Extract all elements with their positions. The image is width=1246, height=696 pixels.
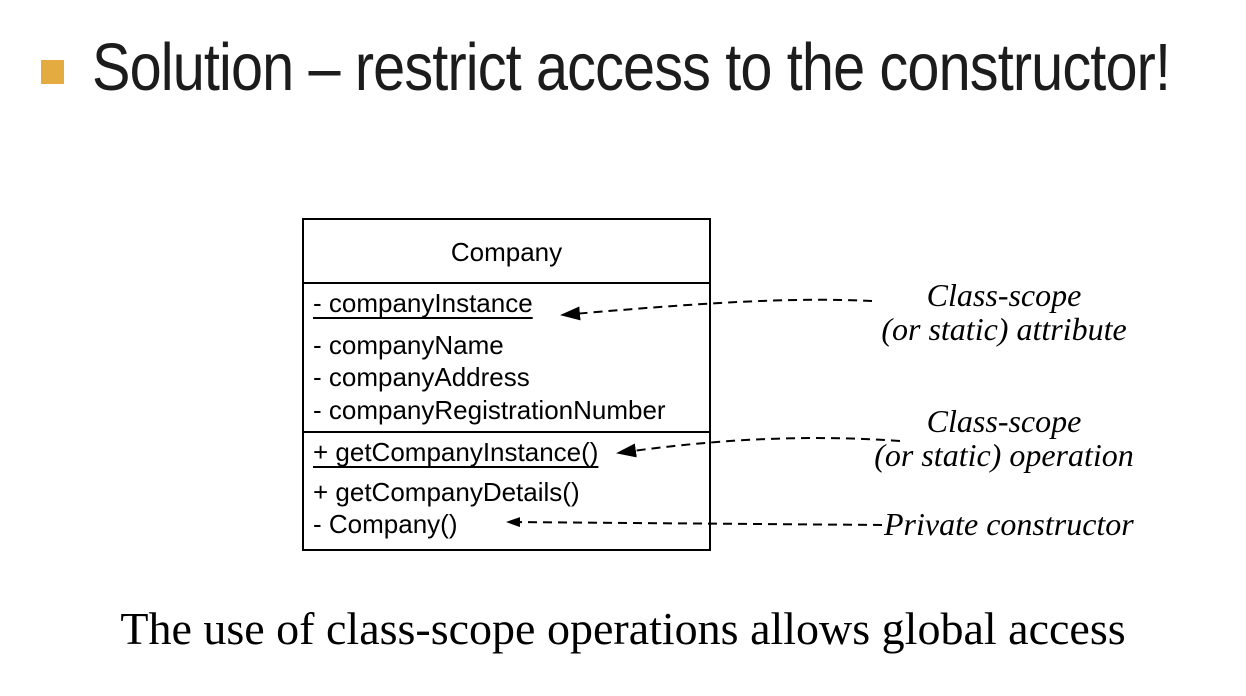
slide-title: Solution – restrict access to the constr…	[92, 30, 1171, 105]
annotation-private-constructor: Private constructor	[884, 507, 1134, 541]
attribute-row: - companyRegistrationNumber	[313, 395, 666, 425]
operations-divider	[302, 431, 711, 433]
annotation-class-scope-attribute: Class-scope (or static) attribute	[858, 278, 1150, 346]
annotation-line: (or static) attribute	[881, 311, 1127, 347]
operation-row: + getCompanyDetails()	[313, 477, 580, 507]
attribute-row: - companyName	[313, 330, 504, 360]
annotation-line: Class-scope	[926, 277, 1082, 313]
footer-caption: The use of class-scope operations allows…	[120, 603, 1126, 654]
annotation-class-scope-operation: Class-scope (or static) operation	[858, 404, 1150, 472]
attribute-row: - companyInstance	[313, 288, 533, 318]
attribute-row: - companyAddress	[313, 362, 530, 392]
class-name: Company	[450, 237, 563, 267]
uml-class-box: Company - companyInstance - companyName …	[302, 218, 711, 551]
operation-row: - Company()	[313, 509, 458, 539]
annotation-line: (or static) operation	[874, 437, 1134, 473]
annotation-line: Private constructor	[884, 506, 1134, 542]
attributes-divider	[302, 282, 711, 284]
annotation-line: Class-scope	[926, 403, 1082, 439]
operation-row: + getCompanyInstance()	[313, 437, 599, 467]
bullet-square-icon	[41, 60, 64, 84]
